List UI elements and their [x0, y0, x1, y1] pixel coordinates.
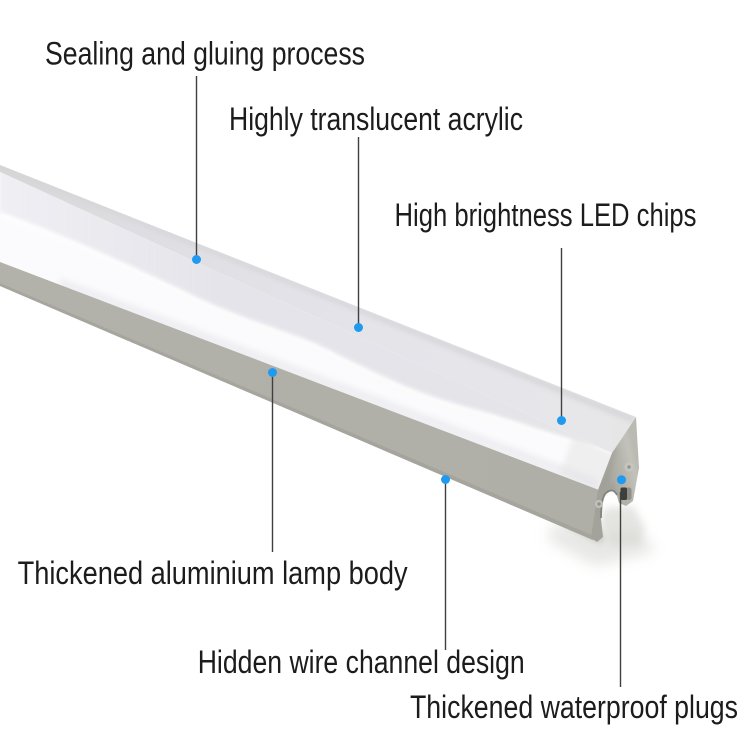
svg-text:Hidden wire channel design: Hidden wire channel design [198, 645, 525, 681]
svg-text:Sealing and gluing process: Sealing and gluing process [45, 37, 365, 73]
svg-text:Thickened aluminium lamp body: Thickened aluminium lamp body [18, 556, 408, 592]
svg-text:High brightness LED chips: High brightness LED chips [395, 198, 697, 234]
svg-text:Highly translucent acrylic: Highly translucent acrylic [229, 102, 523, 138]
svg-text:Thickened waterproof plugs: Thickened waterproof plugs [410, 690, 738, 726]
